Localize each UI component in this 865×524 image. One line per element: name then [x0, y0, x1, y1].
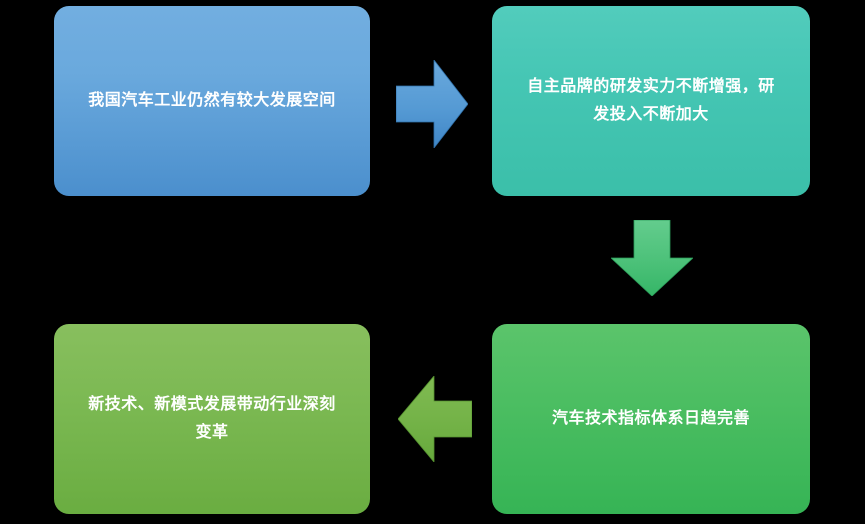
arrow-left-icon: [398, 376, 472, 462]
process-node-4-label: 新技术、新模式发展带动行业深刻 变革: [88, 396, 336, 441]
process-node-1[interactable]: 我国汽车工业仍然有较大发展空间: [54, 6, 370, 196]
process-node-3-label: 汽车技术指标体系日趋完善: [551, 410, 750, 427]
process-node-4[interactable]: 新技术、新模式发展带动行业深刻 变革: [54, 324, 370, 514]
process-node-3[interactable]: 汽车技术指标体系日趋完善: [492, 324, 810, 514]
arrow-right-icon: [396, 60, 468, 148]
process-node-1-label: 我国汽车工业仍然有较大发展空间: [88, 92, 336, 109]
process-node-2-label: 自主品牌的研发实力不断增强，研 发投入不断加大: [527, 78, 775, 123]
arrow-down-icon: [611, 220, 693, 296]
process-node-2[interactable]: 自主品牌的研发实力不断增强，研 发投入不断加大: [492, 6, 810, 196]
